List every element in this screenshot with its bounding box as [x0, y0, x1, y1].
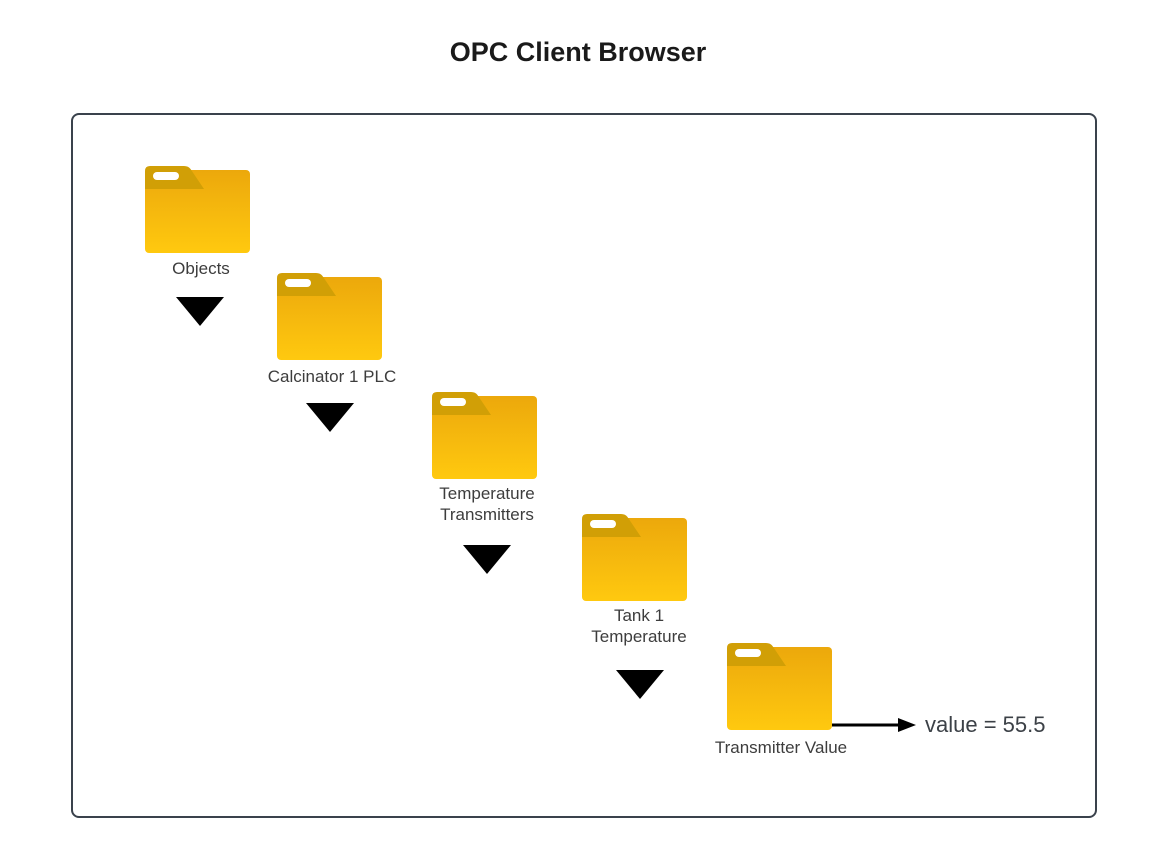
page-title: OPC Client Browser	[449, 37, 707, 67]
folder-label-line: Calcinator 1 PLC	[267, 367, 397, 386]
right-arrow-icon	[832, 717, 916, 738]
folder-label-line: Tank 1	[613, 606, 665, 625]
browser-canvas: Objects Calcinator 1 PLC	[71, 113, 1097, 818]
down-arrow-icon	[463, 545, 511, 574]
folder-label: Temperature Transmitters	[377, 483, 597, 525]
value-readout: value = 55.5	[925, 712, 1046, 737]
folder-label-line: Objects	[172, 259, 230, 278]
folder-label-line: Temperature	[439, 484, 535, 503]
down-arrow-icon	[616, 670, 664, 699]
folder-icon[interactable]	[145, 166, 250, 253]
folder-icon[interactable]	[277, 273, 382, 360]
folder-label: Transmitter Value	[671, 737, 891, 758]
folder-icon[interactable]	[582, 514, 687, 601]
folder-label: Objects	[91, 258, 311, 279]
folder-icon[interactable]	[432, 392, 537, 479]
down-arrow-icon	[176, 297, 224, 326]
folder-label-line: Temperature	[591, 627, 687, 646]
folder-label-line: Transmitters	[440, 505, 534, 524]
folder-icon[interactable]	[727, 643, 832, 730]
down-arrow-icon	[306, 403, 354, 432]
folder-label-line: Transmitter Value	[714, 738, 848, 757]
folder-label: Calcinator 1 PLC	[222, 366, 442, 387]
folder-label: Tank 1 Temperature	[529, 605, 749, 647]
